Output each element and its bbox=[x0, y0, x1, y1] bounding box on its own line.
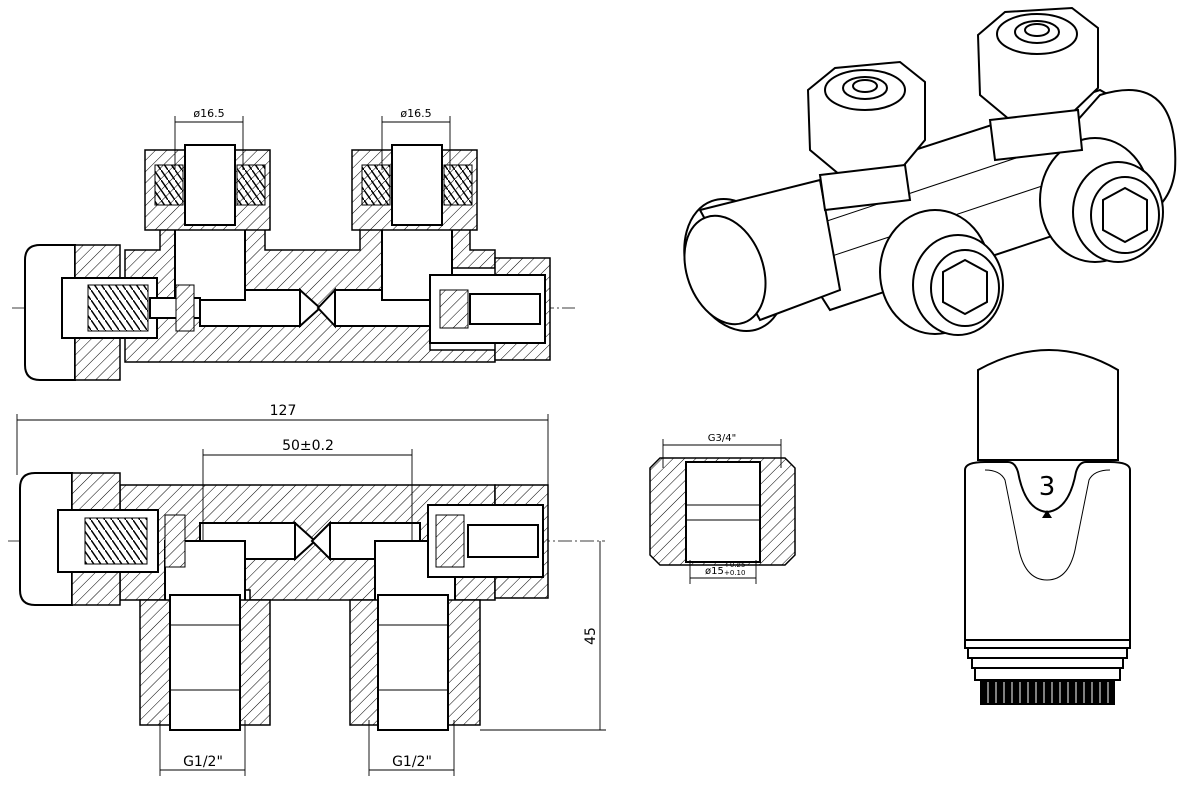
bottom-right-thread-fitting bbox=[349, 594, 481, 731]
fitting-tol-lower: +0.10 bbox=[724, 569, 745, 577]
top-left-connector bbox=[806, 60, 926, 212]
height-label: 45 bbox=[583, 627, 599, 645]
fitting-thread-label: G3/4" bbox=[708, 433, 736, 444]
left-thread-label: G1/2" bbox=[183, 754, 223, 770]
fitting-tol-upper: +0.25 bbox=[724, 561, 745, 569]
thermostat-body bbox=[964, 461, 1131, 641]
thermostat-head: 3 bbox=[964, 349, 1131, 705]
fitting-diameter-label: ø15 bbox=[705, 566, 724, 577]
top-right-compression-fitting bbox=[351, 144, 478, 231]
fitting-detail: G3/4" ø15 +0.25 +0.10 bbox=[649, 433, 796, 584]
bottom-left-spring bbox=[84, 517, 148, 565]
thermostat-indicator-icon bbox=[1042, 510, 1052, 518]
top-right-diameter-label: ø16.5 bbox=[400, 107, 431, 120]
bottom-section-view: 127 50±0.2 45 G1/2" G1/2" bbox=[8, 403, 606, 776]
top-right-connector bbox=[976, 6, 1099, 162]
front-right-nut bbox=[1039, 137, 1164, 263]
overall-length-label: 127 bbox=[270, 403, 297, 419]
top-left-compression-fitting bbox=[144, 144, 271, 231]
top-section-view: ø16.5 ø16.5 bbox=[12, 107, 575, 381]
center-spacing-label: 50±0.2 bbox=[282, 438, 334, 454]
right-thread-label: G1/2" bbox=[392, 754, 432, 770]
top-left-spring bbox=[87, 284, 149, 332]
top-left-diameter-label: ø16.5 bbox=[193, 107, 224, 120]
thermostat-setting-number: 3 bbox=[1039, 472, 1056, 502]
front-left-nut bbox=[879, 209, 1004, 336]
thermostat-dome bbox=[977, 349, 1119, 461]
thermostat-knurled-ring bbox=[980, 680, 1115, 705]
isometric-valve bbox=[683, 6, 1177, 336]
bottom-left-thread-fitting bbox=[139, 594, 271, 731]
